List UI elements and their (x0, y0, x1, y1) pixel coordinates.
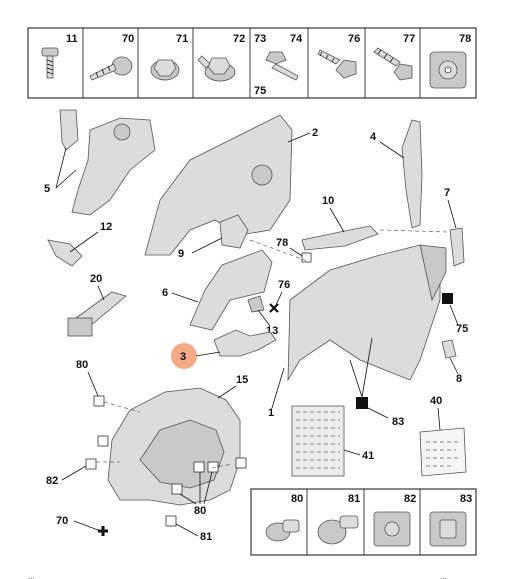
callout-2: 2 (312, 127, 318, 139)
edge-text-right: ... (440, 572, 447, 579)
callout-80-left: 80 (76, 359, 88, 371)
clip-78-icon (429, 51, 467, 89)
callout-41: 41 (362, 450, 374, 462)
clip-83-icon (429, 511, 467, 547)
callout-9: 9 (178, 248, 184, 260)
part-12-shape (47, 239, 83, 267)
part-7-shape (449, 227, 465, 267)
screw-70-icon (89, 56, 133, 81)
fastener-83-marker (356, 397, 368, 409)
callout-10: 10 (322, 195, 334, 207)
fastener-75-marker (442, 293, 453, 304)
clip-80-icon (265, 519, 300, 542)
callout-4: 4 (370, 131, 377, 143)
clip-82-marker-upper (97, 435, 109, 447)
clip-80-marker-d (171, 483, 183, 495)
callout-1: 1 (268, 407, 274, 419)
clip-81-icon (317, 515, 359, 545)
fastener-table-bottom-frame (250, 488, 477, 556)
part-41-shape (291, 405, 345, 477)
part-15-shape (107, 387, 241, 506)
part-1-shape (287, 244, 447, 382)
callout-82: 82 (46, 475, 58, 487)
part-6-shape (189, 249, 273, 331)
header-75: 75 (254, 85, 266, 97)
clip-80-marker-b (207, 461, 219, 473)
callout-40: 40 (430, 395, 442, 407)
callout-80-bottom: 80 (194, 505, 206, 517)
callout-8: 8 (456, 373, 462, 385)
header-82: 82 (404, 493, 416, 505)
screw-73-icon (265, 51, 299, 81)
callout-75: 75 (456, 323, 468, 335)
fastener-table-frame (27, 27, 477, 99)
part-9-shape (219, 214, 249, 249)
callout-76: 76 (278, 279, 290, 291)
header-11: 11 (66, 33, 78, 45)
bolt-72-icon (197, 55, 236, 82)
header-81: 81 (348, 493, 360, 505)
callout-5: 5 (44, 183, 50, 195)
callout-78: 78 (276, 237, 288, 249)
header-74: 74 (290, 33, 303, 45)
part-2-shape (144, 114, 293, 256)
screw-77-icon (373, 47, 413, 81)
callout-3: 3 (180, 351, 186, 363)
callout-81: 81 (200, 531, 212, 543)
header-76: 76 (348, 33, 360, 45)
screw-11-icon (41, 47, 59, 79)
edge-text-left: ... (28, 572, 35, 579)
nut-71-icon (150, 59, 180, 81)
header-70: 70 (122, 33, 134, 45)
callout-83: 83 (392, 416, 404, 428)
part-13-shape (247, 295, 265, 313)
header-83: 83 (460, 493, 472, 505)
fastener-table-bottom: 80 81 82 83 (250, 488, 477, 556)
fastener-table-top: 11 70 71 72 73 74 76 77 78 75 (27, 27, 477, 99)
callout-20: 20 (90, 273, 102, 285)
part-10-shape (301, 225, 379, 251)
callout-7: 7 (444, 187, 450, 199)
callout-15: 15 (236, 374, 248, 386)
callout-6: 6 (162, 287, 168, 299)
highlight-3-badge (171, 343, 197, 369)
part-3-shape (213, 329, 277, 357)
header-73: 73 (254, 33, 266, 45)
part-4-shape (401, 119, 423, 229)
header-80: 80 (291, 493, 303, 505)
header-71: 71 (176, 33, 188, 45)
part-8-shape (441, 339, 457, 359)
clip-80-marker-left (93, 395, 105, 407)
callout-70: 70 (56, 515, 68, 527)
header-72: 72 (233, 33, 245, 45)
header-78: 78 (459, 33, 471, 45)
part-40-shape (419, 427, 467, 477)
part-20-shape (67, 291, 127, 337)
clip-82-marker (85, 458, 97, 470)
fastener-76-marker (269, 303, 279, 313)
part-5-shape (59, 109, 156, 216)
header-77: 77 (403, 33, 415, 45)
clip-80-marker-c (235, 457, 247, 469)
screw-76-icon (317, 49, 357, 79)
callout-12: 12 (100, 221, 112, 233)
clip-81-marker (165, 515, 177, 527)
fastener-70-marker (98, 526, 108, 536)
clip-78-marker (301, 252, 312, 263)
clip-82-icon (373, 511, 411, 547)
clip-80-marker-a (193, 461, 205, 473)
